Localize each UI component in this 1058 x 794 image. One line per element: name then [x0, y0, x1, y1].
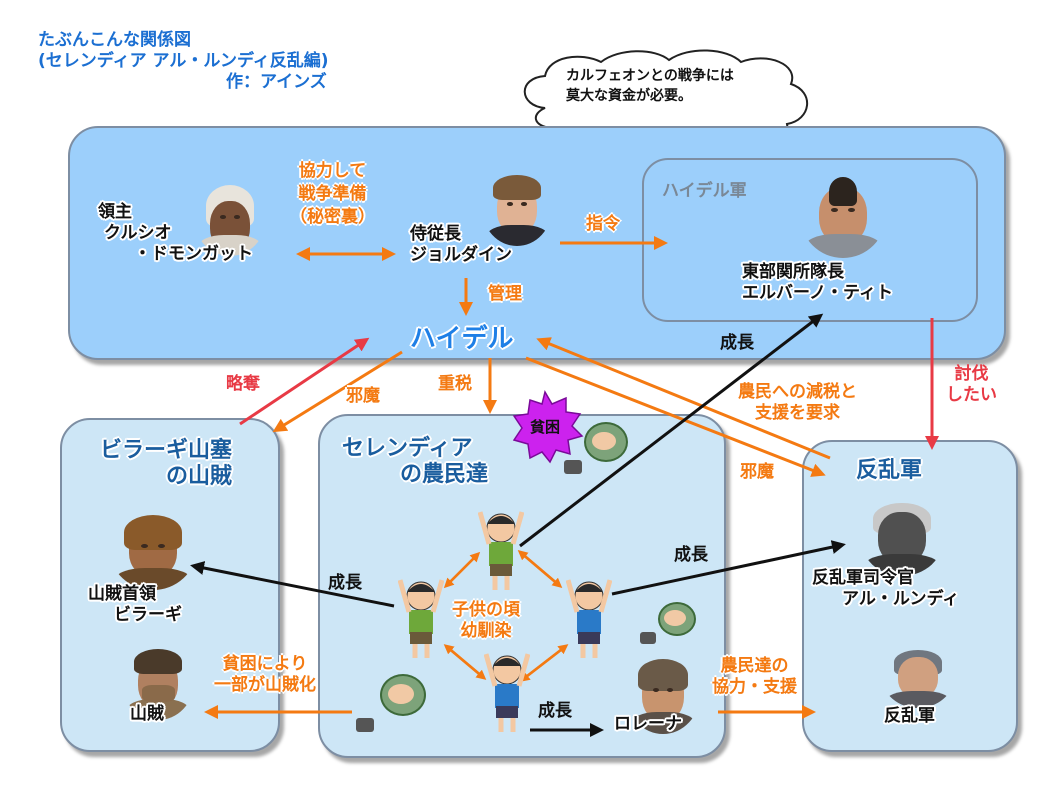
lorena-label: ロレーナ [614, 714, 682, 734]
order-label: 指令 [586, 214, 620, 234]
captain-portrait [800, 172, 886, 258]
childhood-label-line2: 幼馴染 [460, 621, 512, 641]
kid-bottom [484, 653, 530, 732]
serendia-label-line2: の農民達 [400, 462, 489, 487]
cooperate-label: 協力して 戦争準備 （秘密裏） [290, 160, 375, 229]
captain-label-line1: 東部関所隊長 [742, 262, 844, 282]
hinder-bandits-label: 邪魔 [346, 386, 380, 406]
childhood-label: 子供の頃 幼馴染 [452, 600, 520, 642]
bandit-label: 山賊 [130, 704, 164, 724]
growth-lorena-label: 成長 [538, 701, 572, 721]
lord-label: 領主 クルシオ ・ドモンガット [98, 202, 253, 265]
chamberlain-label: 侍従長 ジョルダイン [410, 224, 512, 266]
bandits-label: ビラーギ山塞 の山賊 [86, 438, 232, 490]
arrow-growth-captain [519, 313, 824, 548]
rebel-commander-portrait [860, 498, 944, 576]
growth-bandit-label: 成長 [328, 573, 362, 593]
rebel-commander-label-line1: 反乱軍司令官 [812, 568, 914, 588]
lord-portrait [194, 180, 266, 256]
thought-text: カルフェオンとの戦争には 莫大な資金が必要。 [566, 66, 734, 106]
chamberlain-portrait [482, 170, 552, 246]
childhood-ring [443, 550, 569, 682]
lord-label-line3: ・ドモンガット [134, 244, 253, 264]
farmer-figure-poor [564, 422, 628, 478]
lord-label-line1: 領主 [98, 202, 132, 222]
bandit-chief-label-line2: ビラーギ [114, 605, 182, 625]
farmers-support-label: 農民達の 協力・支援 [712, 656, 797, 698]
serendia-label-line1: セレンディア [342, 436, 473, 461]
arrow-demand [536, 337, 831, 460]
farmers-support-label-line2: 協力・支援 [712, 677, 797, 697]
lorena-portrait [626, 654, 700, 734]
arrow-growth-rebel [611, 540, 846, 596]
haidel-army-label: ハイデル軍 [662, 181, 747, 201]
title-line1: たぶんこんな関係図 [38, 30, 191, 50]
rebels-label: 反乱軍 [856, 458, 923, 483]
rebel-commander-label: 反乱軍司令官 アル・ルンディ [812, 568, 959, 610]
thought-line2: 莫大な資金が必要。 [566, 88, 692, 104]
poverty-bandit-label-line2: 一部が山賊化 [214, 675, 316, 695]
manage-label: 管理 [488, 284, 522, 304]
cooperate-label-line2: 戦争準備 [298, 184, 367, 204]
kid-left [398, 579, 444, 658]
demand-label-line1: 農民への減税と [738, 382, 857, 402]
childhood-label-line1: 子供の頃 [452, 600, 520, 620]
arrow-hinder-bandits [272, 350, 403, 433]
poverty-badge [512, 390, 584, 464]
bandit-portrait [122, 644, 194, 720]
kid-top [478, 511, 524, 590]
subjugate-label-line1: 討伐 [954, 364, 989, 384]
kid-right [566, 579, 612, 658]
haidel-label: ハイデル [410, 324, 514, 354]
hinder-rebels-label: 邪魔 [740, 462, 774, 482]
bandit-chief-portrait [110, 510, 196, 590]
title-line2: (セレンディア アル・ルンディ反乱編) [38, 51, 329, 71]
heavy-tax-label: 重税 [438, 374, 472, 394]
farmers-support-label-line1: 農民達の [720, 656, 789, 676]
farmer-figure-kneeling-center [640, 602, 696, 646]
serendia-label: セレンディア の農民達 [342, 436, 488, 488]
captain-label: 東部関所隊長 エルバーノ・ティト [742, 262, 893, 304]
growth-captain-label: 成長 [720, 333, 754, 353]
poverty-bandit-label: 貧困により 一部が山賊化 [214, 654, 316, 696]
chamberlain-label-line1: 侍従長 [410, 224, 461, 244]
bandits-label-line2: の山賊 [166, 464, 233, 489]
lord-label-line2: クルシオ [104, 223, 172, 243]
plunder-label: 略奪 [226, 374, 260, 394]
poverty-bandit-label-line1: 貧困により [222, 654, 308, 674]
diagram-title: たぶんこんな関係図 (セレンディア アル・ルンディ反乱編) 作：アインズ [38, 30, 329, 93]
bandits-label-line1: ビラーギ山塞 [100, 438, 233, 463]
title-line3: 作：アインズ [226, 72, 327, 92]
arrow-hinder-rebels [525, 356, 826, 477]
arrow-plunder [239, 337, 370, 426]
demand-label-line2: 支援を要求 [755, 403, 840, 423]
poverty-label: 貧困 [530, 418, 561, 436]
cooperate-label-line3: （秘密裏） [290, 207, 375, 227]
cooperate-label-line1: 協力して [298, 161, 367, 181]
arrow-growth-bandit [190, 561, 395, 608]
rebel-label: 反乱軍 [884, 706, 935, 726]
bandit-chief-label: 山賊首領 ビラーギ [88, 584, 182, 626]
subjugate-label: 討伐 したい [946, 364, 997, 406]
chamberlain-label-line2: ジョルダイン [410, 245, 512, 265]
subjugate-label-line2: したい [946, 385, 997, 405]
demand-label: 農民への減税と 支援を要求 [738, 382, 857, 424]
bandit-chief-label-line1: 山賊首領 [88, 584, 156, 604]
thought-line1: カルフェオンとの戦争には [566, 68, 734, 84]
growth-rebel-label: 成長 [674, 545, 708, 565]
rebel-commander-label-line2: アル・ルンディ [842, 589, 960, 609]
captain-label-line2: エルバーノ・ティト [742, 283, 893, 303]
rebel-portrait [882, 646, 954, 708]
farmer-figure-bandit [356, 674, 426, 736]
